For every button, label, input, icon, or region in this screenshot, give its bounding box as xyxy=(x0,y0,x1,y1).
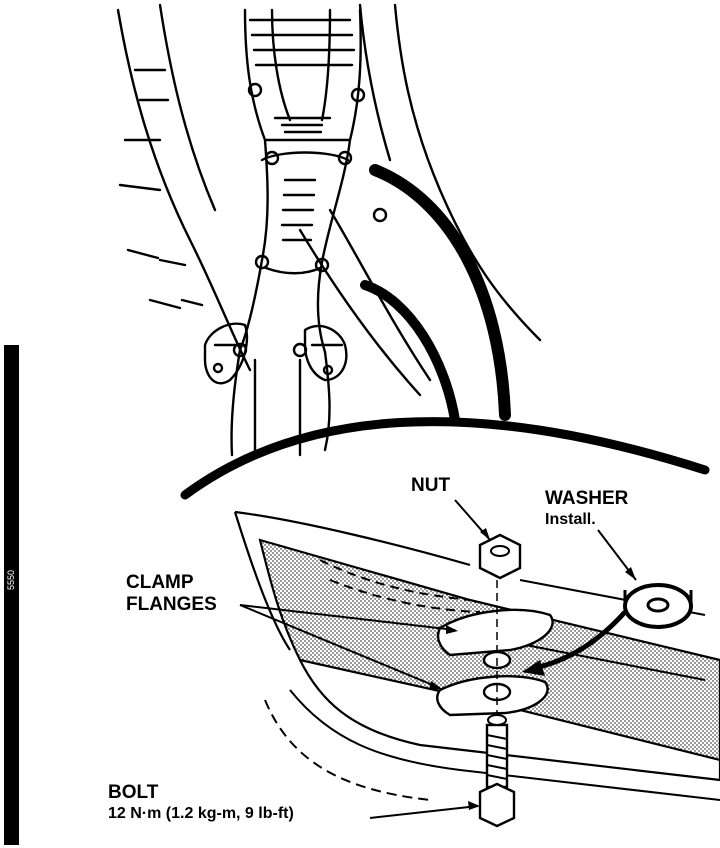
washer-label: WASHER xyxy=(545,488,629,509)
callout-arc-inner xyxy=(360,280,460,425)
clamp-label: CLAMP xyxy=(126,572,194,593)
torque-spec: 12 N·m (1.2 kg-m, 9 lb-ft) xyxy=(108,805,294,822)
page-edge-bar xyxy=(4,345,19,845)
callout-arc-outer xyxy=(369,164,511,421)
washer-install-note: Install. xyxy=(545,511,596,528)
figure-code: 5550 xyxy=(6,570,16,590)
nut-label: NUT xyxy=(411,475,451,496)
leader-arrowheads xyxy=(429,528,636,810)
clamp-detail-view xyxy=(233,510,720,828)
vehicle-underside-view xyxy=(116,3,542,457)
bolt-label: BOLT xyxy=(108,782,159,803)
flanges-label: FLANGES xyxy=(126,594,217,615)
detail-circle-arc xyxy=(180,417,710,500)
